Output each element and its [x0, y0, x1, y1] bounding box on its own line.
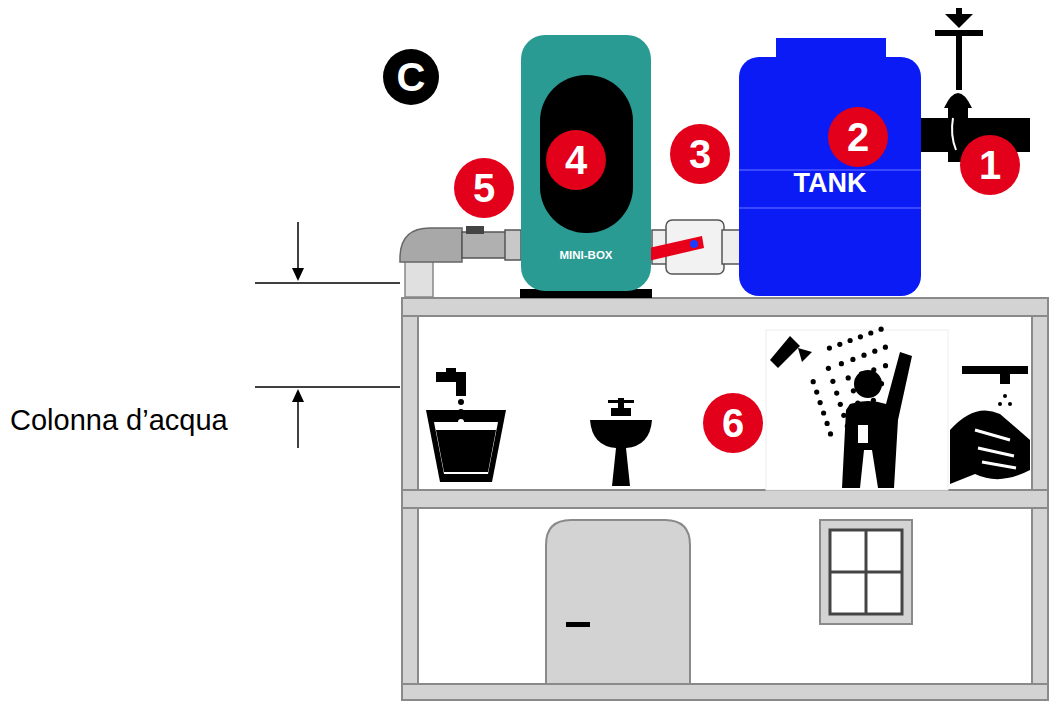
door-handle	[566, 622, 590, 627]
door	[546, 520, 690, 684]
window	[820, 520, 912, 624]
callout-text: 5	[473, 168, 495, 208]
callout-text: 6	[722, 403, 744, 443]
pipe-elbow	[400, 226, 521, 297]
shower-frame	[766, 330, 948, 490]
glass-tap-icon	[426, 368, 506, 482]
mini-box: MINI-BOX 4	[521, 35, 651, 291]
callout-text: 3	[689, 134, 711, 174]
callout-text: 2	[847, 117, 869, 157]
tank-rib	[739, 207, 921, 209]
tank: TANK 2	[739, 57, 921, 296]
callout-text: 4	[565, 140, 587, 180]
callout-number: 5	[454, 158, 514, 218]
node-text: C	[397, 57, 426, 97]
callout-text: 1	[979, 145, 1001, 185]
callout-number: 3	[670, 124, 730, 184]
callout-number: 2	[828, 107, 888, 167]
callout-number: 1	[960, 135, 1020, 195]
house	[402, 298, 1048, 700]
callout-number: 6	[703, 393, 763, 453]
handwash-icon	[950, 366, 1030, 484]
dimension-label: Colonna d’acqua	[10, 404, 228, 437]
section-badge: C	[383, 49, 439, 105]
shower-icon	[770, 327, 912, 488]
node-text: TANK	[739, 163, 921, 203]
callout-number: 4	[546, 130, 606, 190]
sink-icon	[590, 398, 652, 486]
dimension-marks	[255, 222, 400, 448]
ball-valve	[640, 220, 740, 274]
node-text: MINI-BOX	[521, 247, 651, 263]
